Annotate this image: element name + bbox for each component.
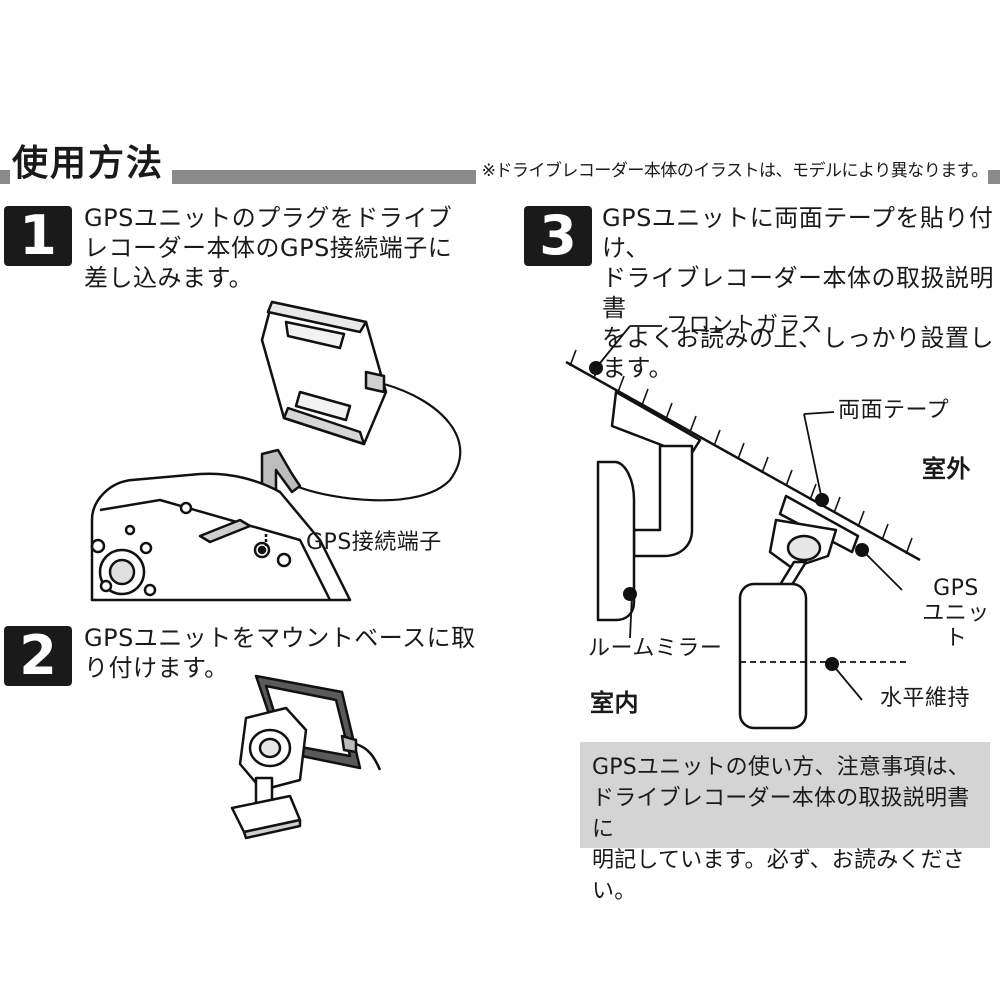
room-mirror-label: ルームミラー bbox=[588, 636, 723, 661]
inside-label: 室内 bbox=[590, 689, 639, 717]
double-sided-tape-label: 両面テープ bbox=[838, 398, 950, 423]
outside-label: 室外 bbox=[922, 455, 971, 483]
caution-box: GPSユニットの使い方、注意事項は、 ドライブレコーダー本体の取扱説明書に 明記… bbox=[580, 742, 990, 904]
gps-unit-label: GPS ユニット bbox=[922, 576, 990, 651]
step-2-number: 2 bbox=[4, 626, 72, 686]
gps-terminal-label: GPS接続端子 bbox=[306, 530, 442, 555]
step-1-number: 1 bbox=[4, 206, 72, 266]
horizontal-keep-label: 水平維持 bbox=[880, 686, 971, 711]
step-2-text: GPSユニットをマウントベースに取 り付けます。 bbox=[84, 624, 476, 682]
front-glass-label: フロントガラス bbox=[666, 313, 824, 338]
illustration-note: ※ドライブレコーダー本体のイラストは、モデルにより異なります。 bbox=[475, 158, 989, 184]
step-3-text: GPSユニットに両面テープを貼り付け、 ドライブレコーダー本体の取扱説明書 をよ… bbox=[602, 204, 994, 382]
page-title: 使用方法 bbox=[10, 140, 173, 188]
step-3-number: 3 bbox=[524, 206, 592, 266]
step-1-text: GPSユニットのプラグをドライブ レコーダー本体のGPS接続端子に 差し込みます… bbox=[84, 204, 453, 292]
